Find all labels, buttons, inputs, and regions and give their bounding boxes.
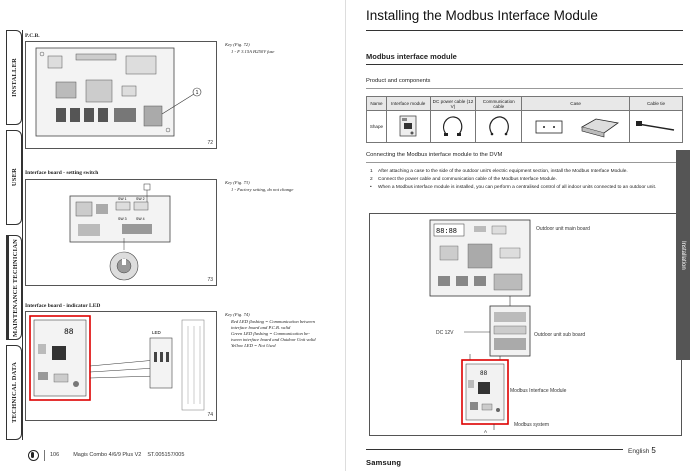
- col-cable-tie: Cable tie: [629, 96, 683, 111]
- col-interface-module: Interface module: [385, 96, 431, 111]
- label-dc-12v: DC 12V: [436, 330, 454, 336]
- section-title-pcb: P.C.B.: [25, 33, 40, 39]
- product-name: Magis Combo 4/6/9 Plus V2: [73, 452, 142, 458]
- module-display: 88: [480, 370, 488, 377]
- case-icon: [535, 118, 619, 138]
- key-fig-74: Key (Fig. 74) Red LED flashing = Communi…: [225, 312, 316, 348]
- col-communication-cable: Communication cable: [475, 96, 523, 111]
- page-title: Installing the Modbus Interface Module: [366, 8, 598, 23]
- interface-board-switch-drawing: SW 1 SW 2 SW 3 SW 4: [69, 183, 171, 281]
- table-row: Shape: [366, 110, 683, 143]
- sw2-label: SW 2: [136, 197, 145, 201]
- main-board-display: 88:88: [436, 228, 457, 236]
- figure-74-indicator-led: 88 LED 74: [25, 311, 217, 421]
- dc-cable-icon: [442, 116, 463, 136]
- tab-installer[interactable]: INSTALLER: [6, 30, 22, 125]
- document-code: ST.005157/005: [147, 452, 185, 458]
- pcb-drawing: 1: [35, 47, 202, 137]
- subsection-heading-connecting: Connecting the Modbus interface module t…: [366, 152, 503, 158]
- label-modbus-module: Modbus Interface Module: [510, 388, 567, 394]
- communication-cable-icon: [489, 116, 509, 136]
- key-fig-73: Key (Fig. 73) 1 - Factory setting, do no…: [225, 180, 294, 192]
- wiring-diagram: 88:88 Outdoor unit main board Outdoor un…: [369, 213, 682, 436]
- tab-maintenance-technician[interactable]: MAINTENANCE TECHNICIAN: [6, 235, 22, 340]
- shape-case: [521, 110, 631, 143]
- table-header-row: Name Interface module DC power cable (12…: [366, 96, 683, 111]
- label-main-board: Outdoor unit main board: [536, 226, 590, 232]
- left-page-footer: 106 Magis Combo 4/6/9 Plus V2 ST.005157/…: [28, 447, 184, 463]
- tab-user[interactable]: USER: [6, 130, 22, 225]
- interface-board-led-drawing: 88 LED: [29, 315, 205, 411]
- subsection-heading-components: Product and components: [366, 78, 431, 84]
- label-modbus-system: Modbus system: [514, 422, 549, 428]
- sw1-label: SW 1: [118, 197, 127, 201]
- shape-interface-module: [385, 110, 431, 143]
- sw4-label: SW 4: [136, 217, 145, 221]
- list-item: •When a Modbus interface module is insta…: [370, 185, 657, 190]
- callout-1: 1: [196, 90, 199, 96]
- board-display: 88: [64, 328, 74, 337]
- sw3-label: SW 3: [118, 217, 127, 221]
- installation-side-tab[interactable]: Installation: [676, 150, 690, 360]
- cable-tie-icon: [636, 121, 675, 131]
- components-table: Name Interface module DC power cable (12…: [366, 96, 683, 143]
- col-name: Name: [366, 96, 387, 111]
- led-label: LED: [152, 330, 162, 335]
- interface-module-icon: [399, 115, 417, 137]
- figure-number-73: 73: [207, 277, 213, 283]
- label-connector-a: A: [484, 429, 487, 434]
- tab-divider-line: [22, 30, 23, 440]
- tab-technical-data[interactable]: TECHNICAL DATA: [6, 345, 22, 440]
- section-title-setting-switch: Interface board - setting switch: [25, 170, 99, 176]
- figure-72-pcb: 1 72: [25, 41, 217, 149]
- label-sub-board: Outdoor unit sub board: [534, 332, 585, 338]
- col-case: Case: [521, 96, 631, 111]
- left-manual-page: INSTALLER USER MAINTENANCE TECHNICIAN TE…: [6, 30, 316, 463]
- row-label-shape: Shape: [366, 110, 387, 143]
- shape-communication-cable: [475, 110, 523, 143]
- col-dc-power-cable: DC power cable (12 V): [429, 96, 477, 111]
- samsung-brand: Samsung: [366, 458, 402, 467]
- section-tabs: INSTALLER USER MAINTENANCE TECHNICIAN TE…: [6, 30, 22, 440]
- shape-cable-tie: [629, 110, 683, 143]
- wiring-diagram-drawing: 88:88 Outdoor unit main board Outdoor un…: [429, 219, 590, 434]
- section-title-indicator-led: Interface board - indicator LED: [25, 303, 101, 309]
- brand-logo-icon: [28, 449, 39, 461]
- figure-number-72: 72: [207, 140, 213, 146]
- section-heading: Modbus interface module: [366, 52, 457, 61]
- shape-dc-power-cable: [429, 110, 477, 143]
- left-page-number: 106: [50, 452, 60, 458]
- key-fig-72: Key (Fig. 72) 1 - F 3.15A H250V fuse: [225, 42, 275, 54]
- figure-number-74: 74: [207, 412, 213, 418]
- figure-73-setting-switch: SW 1 SW 2 SW 3 SW 4 73: [25, 179, 217, 286]
- right-manual-page: Installing the Modbus Interface Module M…: [345, 0, 690, 471]
